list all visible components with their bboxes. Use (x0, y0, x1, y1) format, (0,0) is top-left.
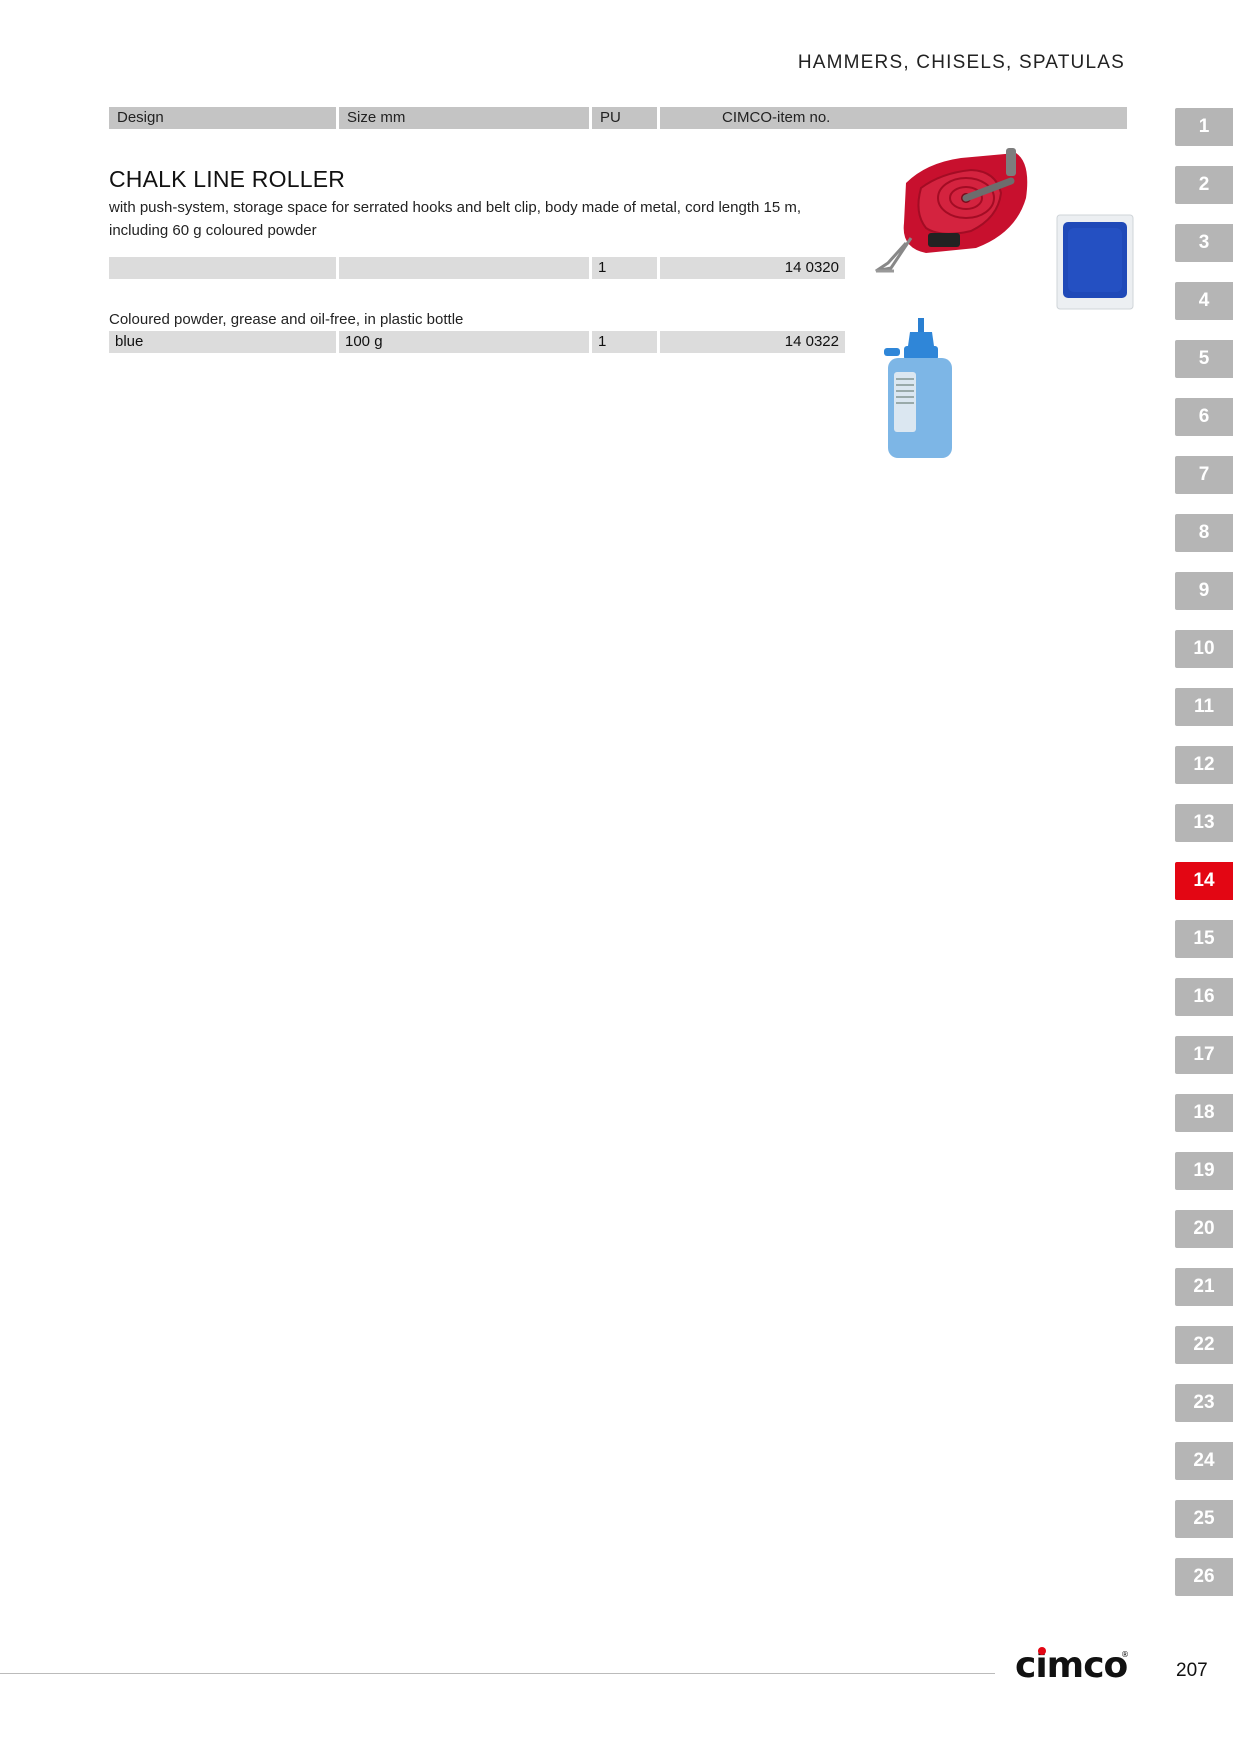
row-item-no: 14 0322 (660, 331, 845, 353)
powder-bottle-image (884, 318, 952, 458)
tab-9[interactable]: 9 (1175, 572, 1233, 610)
tab-18[interactable]: 18 (1175, 1094, 1233, 1132)
tab-2[interactable]: 2 (1175, 166, 1233, 204)
column-header-row: Design Size mm PU CIMCO-item no. (109, 107, 1127, 129)
tab-7[interactable]: 7 (1175, 456, 1233, 494)
row-design: blue (109, 331, 336, 353)
tab-8[interactable]: 8 (1175, 514, 1233, 552)
row-size: 100 g (339, 331, 589, 353)
tab-1[interactable]: 1 (1175, 108, 1233, 146)
tab-17[interactable]: 17 (1175, 1036, 1233, 1074)
tab-24[interactable]: 24 (1175, 1442, 1233, 1480)
cimco-logo: cimco ® (1015, 1645, 1129, 1685)
chalk-line-roller-image (875, 148, 1028, 273)
tab-26[interactable]: 26 (1175, 1558, 1233, 1596)
tab-5[interactable]: 5 (1175, 340, 1233, 378)
product-description: with push-system, storage space for serr… (109, 196, 829, 242)
footer-divider (0, 1673, 995, 1674)
tab-10[interactable]: 10 (1175, 630, 1233, 668)
tab-13[interactable]: 13 (1175, 804, 1233, 842)
tab-15[interactable]: 15 (1175, 920, 1233, 958)
column-item-no: CIMCO-item no. (660, 107, 1127, 129)
row-pu: 1 (592, 257, 657, 279)
table-row: blue 100 g 1 14 0322 (109, 331, 845, 353)
row-design (109, 257, 336, 279)
tab-12[interactable]: 12 (1175, 746, 1233, 784)
tab-16[interactable]: 16 (1175, 978, 1233, 1016)
svg-text:®: ® (1121, 1650, 1129, 1659)
tab-14[interactable]: 14 (1175, 862, 1233, 900)
tab-3[interactable]: 3 (1175, 224, 1233, 262)
product-description-line: including 60 g coloured powder (109, 222, 317, 239)
product-description-line: with push-system, storage space for serr… (109, 199, 802, 216)
tab-25[interactable]: 25 (1175, 1500, 1233, 1538)
row-pu: 1 (592, 331, 657, 353)
powder-bag-image (1056, 214, 1134, 310)
row-size (339, 257, 589, 279)
section-title: HAMMERS, CHISELS, SPATULAS (797, 52, 1125, 73)
product-title: CHALK LINE ROLLER (109, 166, 346, 192)
tab-23[interactable]: 23 (1175, 1384, 1233, 1422)
row-item-no: 14 0320 (660, 257, 845, 279)
accessory-description: Coloured powder, grease and oil-free, in… (109, 311, 464, 328)
tab-20[interactable]: 20 (1175, 1210, 1233, 1248)
tab-11[interactable]: 11 (1175, 688, 1233, 726)
tab-4[interactable]: 4 (1175, 282, 1233, 320)
logo-text: cimco (1015, 1645, 1128, 1685)
page-number: 207 (1176, 1660, 1208, 1681)
tab-6[interactable]: 6 (1175, 398, 1233, 436)
tab-19[interactable]: 19 (1175, 1152, 1233, 1190)
column-size: Size mm (339, 107, 589, 129)
tab-21[interactable]: 21 (1175, 1268, 1233, 1306)
column-design: Design (109, 107, 336, 129)
table-row: 1 14 0320 (109, 257, 845, 279)
column-pu: PU (592, 107, 657, 129)
tab-22[interactable]: 22 (1175, 1326, 1233, 1364)
